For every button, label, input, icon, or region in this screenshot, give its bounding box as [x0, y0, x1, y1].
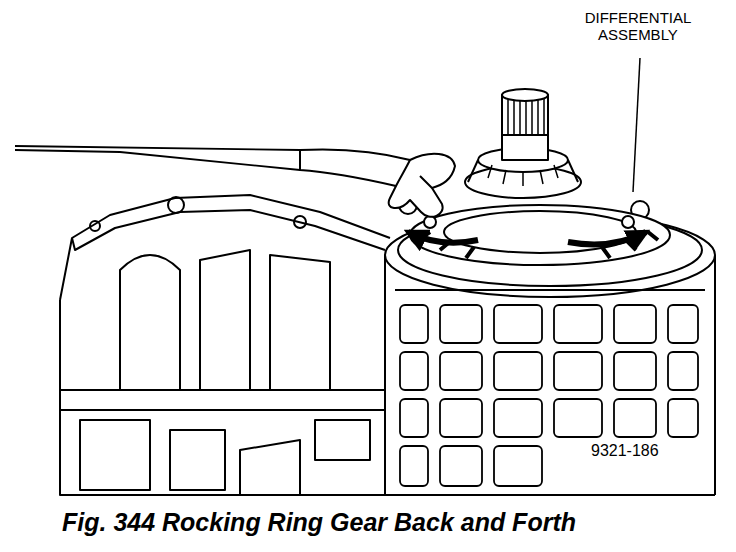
- leader-line: [633, 58, 640, 192]
- rotation-arrow: [568, 232, 646, 244]
- ring-gear: [410, 205, 670, 265]
- output-shaft: [502, 95, 548, 160]
- hand: [300, 149, 455, 216]
- rotation-arrow: [408, 232, 478, 243]
- case-outline: [60, 300, 385, 495]
- figure-caption: Fig. 344 Rocking Ring Gear Back and Fort…: [62, 508, 576, 537]
- case-flange: [60, 195, 390, 300]
- arm: [15, 146, 300, 170]
- part-label: DIFFERENTIAL ASSEMBLY: [560, 8, 716, 45]
- figure-number: 9321-186: [588, 441, 662, 461]
